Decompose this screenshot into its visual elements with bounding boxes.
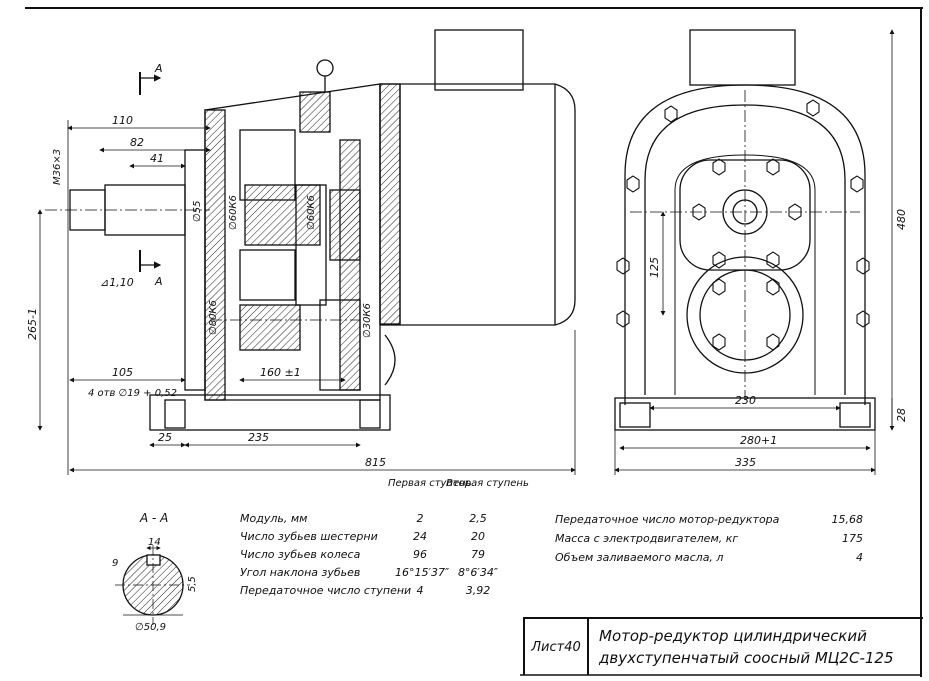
- dim-30k6: ∅30К6: [362, 303, 373, 338]
- gear-row-second-stage: 79: [471, 548, 485, 561]
- dim-815: 815: [365, 456, 386, 469]
- section-dim-50-9: ∅50,9: [135, 622, 166, 633]
- table-header-second-stage: Вторая ступень: [446, 478, 529, 489]
- spec-label: Передаточное число мотор-редуктора: [555, 513, 780, 526]
- dim-28: 28: [895, 408, 908, 422]
- motor-top: [689, 29, 796, 86]
- dim-480: 480: [895, 209, 908, 230]
- side-view: [45, 29, 576, 431]
- section-title: А - А: [139, 511, 168, 525]
- title-block: Лист40 Мотор-редуктор цилиндрический дву…: [523, 617, 923, 675]
- section-dimension-labels: А - А 14 9 5,5 ∅50,9: [112, 511, 198, 633]
- dim-230: 230: [735, 394, 756, 407]
- gear-row-first-stage: 4: [416, 584, 424, 597]
- lifting-eye: [316, 59, 334, 92]
- gear-row-label: Модуль, мм: [240, 512, 308, 525]
- section-dim-5-5: 5,5: [187, 576, 198, 592]
- drawing-frame: [25, 7, 923, 677]
- spec-value: 15,68: [831, 513, 864, 526]
- gear-row-first-stage: 16°15′37″: [395, 566, 450, 579]
- gear-row-label: Угол наклона зубьев: [240, 566, 361, 579]
- dim-tolerance: ⊿1,10: [100, 276, 134, 289]
- dim-82: 82: [130, 136, 144, 149]
- dim-m36: M36×3: [52, 149, 63, 185]
- gear-row-second-stage: 20: [471, 530, 485, 543]
- section-marks: [139, 72, 162, 272]
- section-dim-9: 9: [112, 558, 118, 569]
- front-view: [614, 29, 876, 431]
- dim-280: 280+1: [740, 434, 777, 447]
- dim-80k6: ∅80К6: [208, 300, 219, 335]
- front-dimension-lines: [614, 29, 895, 475]
- front-bolts: [616, 99, 870, 351]
- gear-row-first-stage: 24: [413, 530, 427, 543]
- motor-body: [379, 29, 576, 326]
- dim-41: 41: [150, 152, 164, 165]
- section-a-a: [115, 545, 190, 625]
- dim-160: 160 ±1: [260, 366, 301, 379]
- dim-125: 125: [648, 257, 661, 278]
- dim-265: 265-1: [26, 308, 39, 340]
- gear-row-second-stage: 8°6′34″: [457, 566, 499, 579]
- gear-row-second-stage: 2,5: [469, 512, 487, 525]
- gear-row-label: Число зубьев колеса: [240, 548, 361, 561]
- housing-outline: [624, 84, 866, 405]
- spec-value: 175: [842, 532, 863, 545]
- section-label-a-bottom: А: [154, 275, 163, 288]
- dim-235: 235: [248, 431, 269, 444]
- end-cover: [384, 334, 396, 386]
- dim-110: 110: [112, 114, 133, 127]
- gear-row-label: Число зубьев шестерни: [240, 530, 378, 543]
- drawing-title: Мотор-редуктор цилиндрический двухступен…: [599, 625, 894, 669]
- dim-holes: 4 отв ∅19 + 0,52: [88, 388, 177, 399]
- dim-60k6-a: ∅60К6: [228, 195, 239, 230]
- dim-105: 105: [112, 366, 133, 379]
- drawing-title-line1: Мотор-редуктор цилиндрический: [599, 627, 867, 645]
- spec-label: Масса с электродвигателем, кг: [555, 532, 739, 545]
- dimension-labels: 110 82 41 M36×3 105 160 ±1 4 отв ∅19 + 0…: [26, 62, 908, 469]
- section-dim-14: 14: [148, 537, 161, 548]
- spec-label: Объем заливаемого масла, л: [555, 551, 724, 564]
- gear-row-second-stage: 3,92: [465, 584, 491, 597]
- dim-55: ∅55: [192, 201, 203, 222]
- base-feet: [149, 394, 391, 431]
- gear-row-first-stage: 2: [416, 512, 424, 525]
- dim-25: 25: [158, 431, 172, 444]
- side-dimension-lines: [37, 120, 576, 475]
- sheet-number: Лист40: [525, 619, 589, 675]
- spec-value: 4: [856, 551, 863, 564]
- dim-60k6-b: ∅60К6: [306, 195, 317, 230]
- drawing-title-line2: двухступенчатый соосный МЦ2С-125: [599, 649, 894, 667]
- reducer-housing: [184, 83, 381, 401]
- output-shaft: [45, 184, 210, 236]
- gear-row-first-stage: 96: [413, 548, 427, 561]
- section-label-a-top: А: [154, 62, 163, 75]
- table-header-first-stage: Первая ступень: [388, 478, 472, 489]
- dim-335: 335: [735, 456, 756, 469]
- gear-row-label: Передаточное число ступени: [240, 584, 412, 597]
